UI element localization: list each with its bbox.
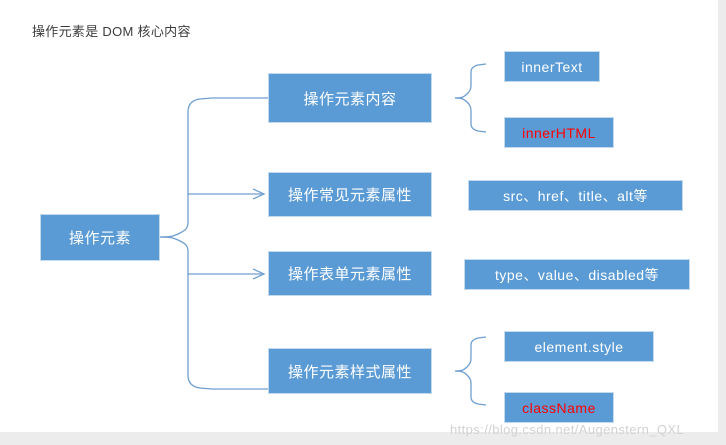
node-leaf-element-style[interactable]: element.style: [504, 331, 654, 362]
node-leaf-innerhtml[interactable]: innerHTML: [504, 117, 614, 148]
node-leaf-form-attr-list[interactable]: type、value、disabled等: [464, 259, 690, 290]
node-branch-style-attr[interactable]: 操作元素样式属性: [268, 348, 432, 394]
node-leaf-classname-label: className: [522, 399, 596, 416]
node-branch-content[interactable]: 操作元素内容: [268, 73, 432, 123]
node-leaf-common-attr-list-label: src、href、title、alt等: [503, 187, 648, 204]
node-leaf-innerhtml-label: innerHTML: [522, 124, 596, 141]
node-leaf-element-style-label: element.style: [534, 338, 624, 355]
node-branch-common-attr[interactable]: 操作常见元素属性: [268, 172, 432, 217]
node-root[interactable]: 操作元素: [40, 214, 160, 261]
node-branch-form-attr-label: 操作表单元素属性: [287, 266, 412, 283]
node-leaf-innertext-label: innerText: [521, 58, 583, 75]
node-leaf-classname[interactable]: className: [504, 392, 614, 423]
watermark: https://blog.csdn.net/Augenstern_QXL: [450, 422, 685, 437]
node-leaf-common-attr-list[interactable]: src、href、title、alt等: [468, 180, 683, 211]
node-branch-form-attr[interactable]: 操作表单元素属性: [268, 251, 432, 296]
page-title: 操作元素是 DOM 核心内容: [32, 24, 191, 39]
node-root-label: 操作元素: [68, 230, 131, 247]
node-branch-common-attr-label: 操作常见元素属性: [287, 187, 412, 204]
node-branch-content-label: 操作元素内容: [303, 90, 397, 108]
node-leaf-form-attr-list-label: type、value、disabled等: [494, 266, 660, 283]
node-branch-style-attr-label: 操作元素样式属性: [287, 363, 412, 381]
node-leaf-innertext[interactable]: innerText: [504, 51, 600, 82]
